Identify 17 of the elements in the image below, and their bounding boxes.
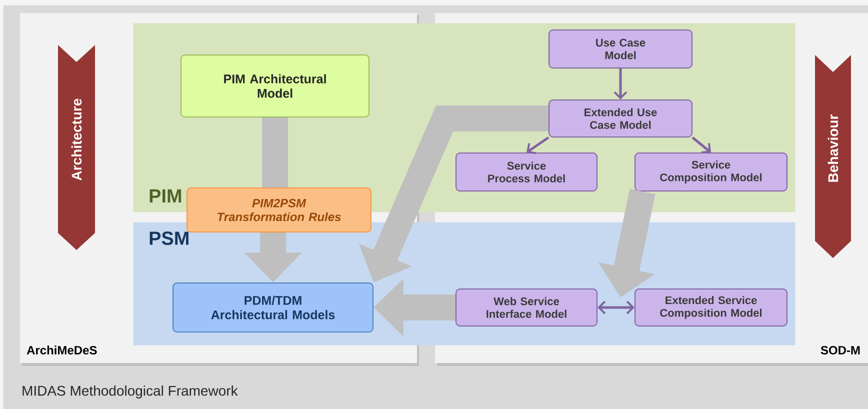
model-box: PIM Architectural Model <box>180 54 370 118</box>
arrow <box>526 136 550 154</box>
connector-band <box>262 118 288 188</box>
model-box: Use Case Model <box>548 30 692 68</box>
panel-label: ArchiMeDeS <box>26 346 97 354</box>
model-box: Service Process Model <box>456 152 598 192</box>
panel-label: SOD-M <box>820 346 860 354</box>
model-box: PDM/TDM Architectural Models <box>172 282 374 332</box>
direction-ribbon: Architecture <box>58 45 95 250</box>
model-box: Web Service Interface Model <box>456 288 598 326</box>
rules-box: PIM2PSM Transformation Rules <box>186 188 372 232</box>
model-box: Extended Use Case Model <box>548 100 692 138</box>
arrow <box>614 68 628 100</box>
model-box: Extended Service Composition Model <box>634 288 788 326</box>
arrow <box>692 136 711 154</box>
arrow <box>598 300 634 314</box>
model-box: Service Composition Model <box>634 152 788 192</box>
